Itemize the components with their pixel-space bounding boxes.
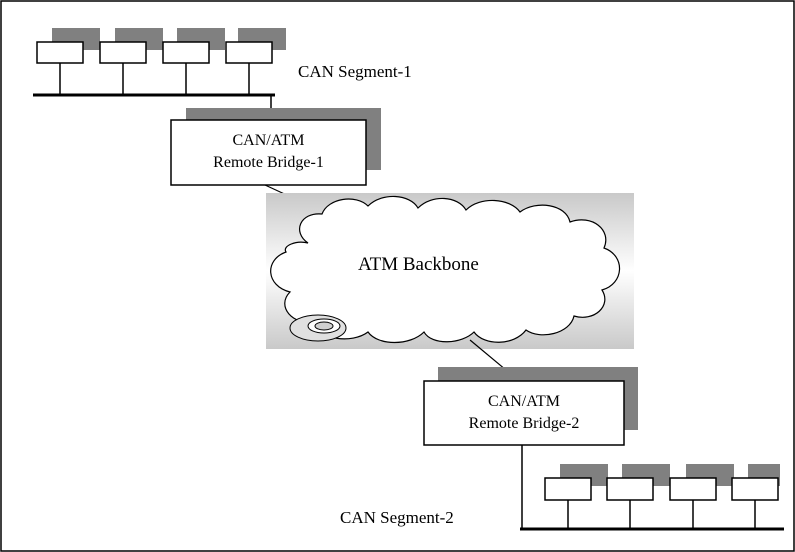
can-node [669,477,717,501]
backbone-label: ATM Backbone [358,254,479,275]
can-node [606,477,654,501]
can-node [544,477,592,501]
can-segment-2 [520,464,784,531]
bridge-1-line2: Remote Bridge-1 [213,154,324,171]
bridge-1-line1: CAN/ATM [232,132,305,149]
can-node [225,41,273,64]
can-node [162,41,210,64]
atm-backbone [266,193,634,349]
remote-bridge-2 [423,367,638,446]
can-node [36,41,84,64]
segment-1-label: CAN Segment-1 [298,62,412,81]
remote-bridge-1 [170,108,381,186]
bridge-2-line1: CAN/ATM [487,393,560,410]
disk-icon [289,314,347,342]
bridge-2-label: CAN/ATM Remote Bridge-2 [424,391,624,435]
can-segment-1 [33,28,286,120]
bridge-2-line2: Remote Bridge-2 [468,415,580,432]
can-node [731,477,779,501]
bridge-box-1 [170,119,367,186]
can-node [99,41,147,64]
segment-2-label: CAN Segment-2 [340,508,454,527]
bridge-box-2 [423,380,625,446]
bridge-1-label: CAN/ATM Remote Bridge-1 [171,130,366,174]
